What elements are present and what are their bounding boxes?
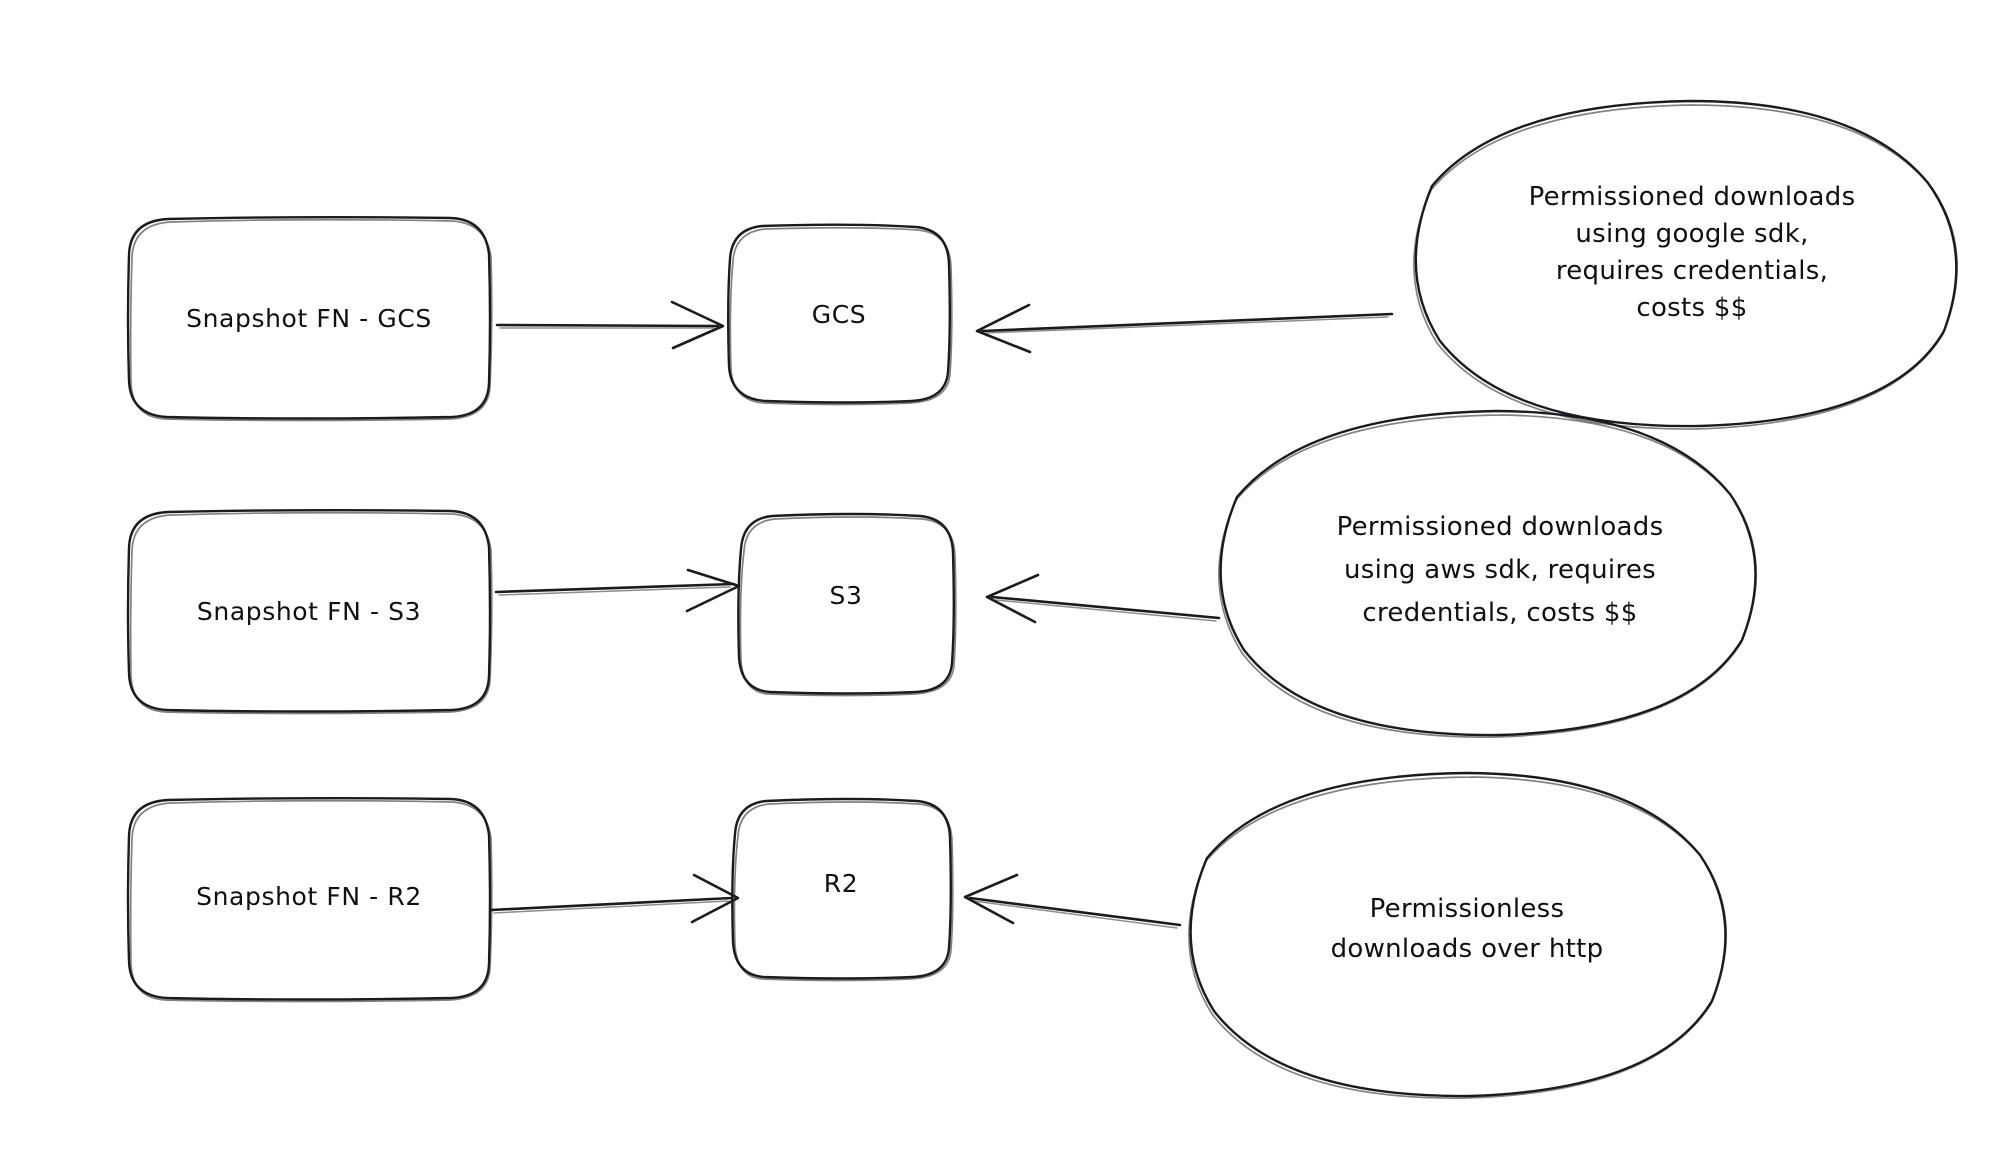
note-line-s3-1: Permissioned downloads: [1337, 512, 1664, 542]
note-line-r2-1: Permissionless: [1370, 894, 1565, 924]
node-s3[interactable]: S3: [737, 512, 957, 697]
node-snapshot-fn-s3[interactable]: Snapshot FN - S3: [126, 509, 493, 715]
note-ellipse-r2[interactable]: Permissionless downloads over http: [1188, 771, 1728, 1099]
node-snapshot-fn-gcs[interactable]: Snapshot FN - GCS: [126, 216, 493, 422]
note-line-r2-2: downloads over http: [1331, 934, 1604, 964]
node-label-r2: R2: [824, 869, 858, 898]
node-r2[interactable]: R2: [731, 797, 954, 982]
arrow-note-s3-to-s3: [985, 573, 1221, 624]
node-label-s3: S3: [830, 581, 863, 610]
arrow-snapshot-fn-r2-to-r2: [489, 873, 740, 924]
node-label-snapshot-fn-gcs: Snapshot FN - GCS: [186, 304, 432, 333]
arrow-note-r2-to-r2: [963, 873, 1182, 929]
note-line-s3-3: credentials, costs $$: [1362, 598, 1637, 628]
note-line-gcs-4: costs $$: [1636, 293, 1747, 323]
node-gcs[interactable]: GCS: [727, 223, 953, 406]
note-line-gcs-1: Permissioned downloads: [1529, 182, 1856, 212]
arrow-note-gcs-to-gcs: [975, 303, 1394, 354]
row-r2: Snapshot FN - R2 R2: [126, 771, 1728, 1099]
node-snapshot-fn-r2[interactable]: Snapshot FN - R2: [126, 797, 493, 1003]
node-label-gcs: GCS: [812, 300, 867, 329]
node-label-snapshot-fn-s3: Snapshot FN - S3: [197, 597, 421, 626]
note-line-gcs-3: requires credentials,: [1556, 256, 1828, 286]
note-line-gcs-2: using google sdk,: [1575, 219, 1808, 249]
arrow-snapshot-gcs-to-gcs: [495, 300, 725, 350]
arrow-snapshot-fn-s3-to-s3: [494, 568, 741, 613]
row-s3: Snapshot FN - S3 S3: [126, 409, 1758, 738]
row-gcs: Snapshot FN - GCS GCS: [126, 99, 1958, 430]
note-line-s3-2: using aws sdk, requires: [1344, 555, 1656, 585]
note-ellipse-s3[interactable]: Permissioned downloads using aws sdk, re…: [1218, 409, 1758, 738]
note-ellipse-gcs[interactable]: Permissioned downloads using google sdk,…: [1413, 99, 1958, 430]
node-label-snapshot-fn-r2: Snapshot FN - R2: [196, 882, 422, 911]
